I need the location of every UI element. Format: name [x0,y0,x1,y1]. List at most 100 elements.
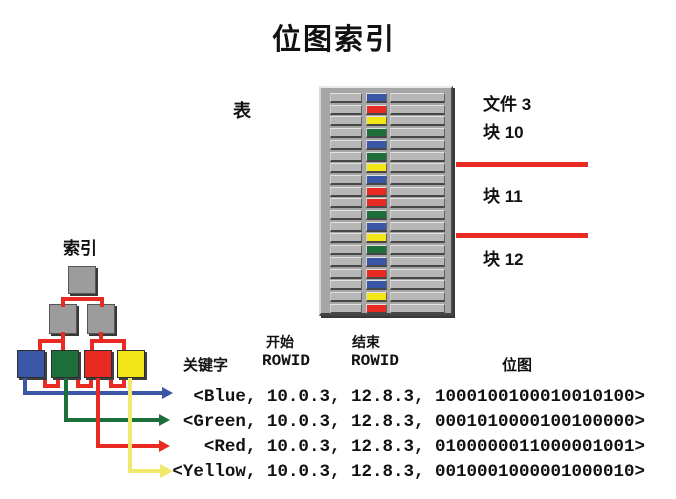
green-cell [366,128,387,139]
leaf-link-bracket [109,378,113,388]
tree-connector [61,299,65,307]
yellow-leaf-node [117,350,145,378]
red-cell [366,303,387,314]
gray-cell [330,198,362,209]
gray-cell [390,139,445,150]
gray-cell [330,116,362,127]
gray-cell [390,210,445,220]
gray-cell [330,93,362,103]
table-row [321,198,451,209]
gray-cell [330,280,362,291]
table-row [321,186,451,197]
blue-arrow-line [23,391,162,395]
table-row [321,221,451,232]
red-cell [366,186,387,197]
leaf-link-bracket [43,378,47,388]
tree-connector [100,299,104,307]
end-rowid-header-line2: ROWID [351,352,400,370]
tree-connector [61,297,104,301]
start-rowid-header-line2: ROWID [262,352,311,370]
green-cell [366,210,387,220]
gray-cell [330,303,362,314]
tree-connector [90,341,94,352]
tree-connector [90,339,126,343]
block-divider-line-2 [456,233,588,238]
green-cell [366,151,387,162]
blue-cell [366,93,387,103]
blue-arrow-line [23,378,27,394]
block-divider-line-1 [456,162,588,167]
tree-connector [99,332,103,343]
end-rowid-header-line1: 结束 [352,334,380,350]
gray-cell [330,128,362,139]
bitmap-entry-row: <Green, 10.0.3, 12.8.3, 0001010000100100… [182,412,645,432]
gray-cell [390,174,445,185]
blue-leaf-node [17,350,45,378]
table-row [321,116,451,127]
gray-cell [390,186,445,197]
gray-cell [330,291,362,302]
yellow-cell [366,291,387,302]
gray-cell [390,245,445,256]
table-row [321,151,451,162]
gray-cell [390,233,445,244]
gray-cell [330,268,362,279]
bitmap-entry-row: <Red, 10.0.3, 12.8.3, 010000001100000100… [203,437,645,457]
gray-cell [330,186,362,197]
green-arrow-line [64,418,159,422]
red-cell [366,104,387,115]
tree-connector [38,339,65,343]
block-11-label: 块 11 [483,187,523,206]
yellow-cell [366,116,387,127]
green-cell [366,245,387,256]
leaf-link-bracket [109,384,126,388]
blue-cell [366,221,387,232]
table-row [321,210,451,220]
block-12-label: 块 12 [483,250,524,269]
bitmap-entry-row: <Blue, 10.0.3, 12.8.3, 10001001000100101… [193,387,645,407]
gray-cell [390,256,445,267]
file-label: 文件 3 [483,95,532,114]
gray-cell [330,210,362,220]
gray-cell [390,221,445,232]
red-arrowhead-icon [159,440,170,452]
table-row [321,256,451,267]
table-row [321,104,451,115]
gray-cell [330,151,362,162]
table-row [321,139,451,150]
yellow-arrowhead-icon [160,464,173,478]
gray-cell [390,268,445,279]
table-row [321,128,451,139]
gray-cell [330,245,362,256]
table-row [321,291,451,302]
gray-cell [390,163,445,174]
blue-cell [366,280,387,291]
green-arrowhead-icon [159,414,170,426]
table-row [321,280,451,291]
tree-branch-node-left [49,304,77,334]
gray-cell [390,151,445,162]
blue-arrowhead-icon [162,387,173,399]
table-row [321,303,451,314]
yellow-cell [366,233,387,244]
table-row [321,268,451,279]
block-10-label: 块 10 [483,123,524,142]
red-arrow-line [96,444,159,448]
yellow-arrow-line [128,378,132,473]
red-arrow-line [96,378,100,448]
table-row [321,233,451,244]
table-row [321,245,451,256]
leaf-link-bracket [122,378,126,388]
yellow-cell [366,163,387,174]
red-cell [366,198,387,209]
blue-cell [366,256,387,267]
green-arrow-line [64,378,68,422]
leaf-link-bracket [89,378,93,388]
red-leaf-node [84,350,112,378]
gray-cell [330,174,362,185]
gray-cell [330,104,362,115]
table-row [321,93,451,103]
tree-branch-node-right [87,304,115,334]
gray-cell [390,93,445,103]
gray-cell [390,128,445,139]
